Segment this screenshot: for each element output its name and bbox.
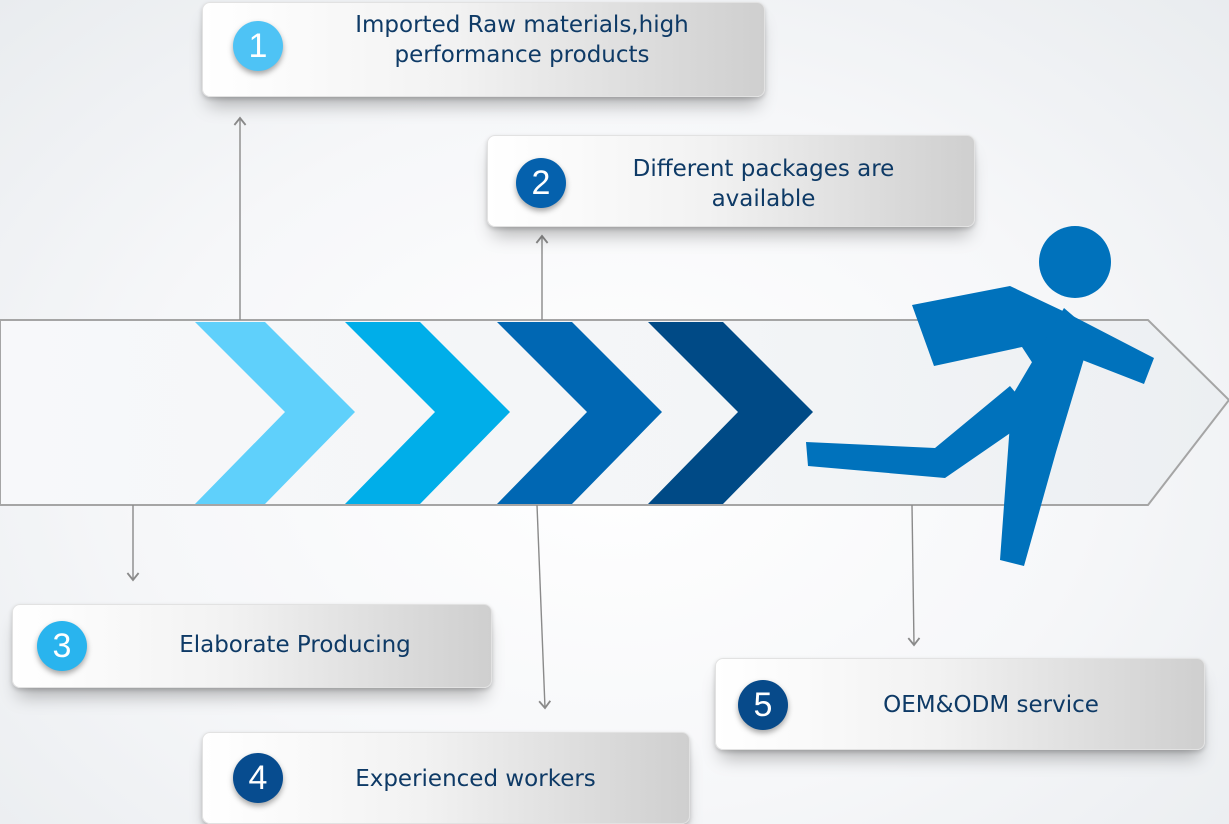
step-text-4: Experienced workers [355, 766, 596, 792]
step-card-1: 1 Imported Raw materials,high performanc… [202, 2, 765, 97]
connector-4 [536, 504, 552, 710]
step-badge-2: 2 [516, 158, 566, 208]
chevron-4 [648, 322, 813, 504]
step-badge-3: 3 [37, 621, 87, 671]
step-card-3: 3 Elaborate Producing [12, 604, 492, 688]
chevron-1 [195, 322, 355, 504]
running-person-icon [806, 226, 1154, 566]
chevron-3 [497, 322, 662, 504]
step-card-4: 4 Experienced workers [202, 732, 690, 824]
step-card-5: 5 OEM&ODM service [715, 658, 1205, 750]
step-badge-1: 1 [233, 21, 283, 71]
step-text-2: Different packages are available [632, 156, 895, 212]
step-card-2: 2 Different packages are available [487, 135, 975, 227]
step-badge-4: 4 [233, 753, 283, 803]
step-text-3: Elaborate Producing [179, 632, 411, 658]
step-text-1: Imported Raw materials,high performance … [355, 12, 689, 68]
connector-5 [907, 504, 921, 647]
step-badge-5: 5 [738, 680, 788, 730]
connectors [126, 116, 921, 710]
chevron-2 [345, 322, 510, 504]
step-text-5: OEM&ODM service [883, 692, 1099, 718]
